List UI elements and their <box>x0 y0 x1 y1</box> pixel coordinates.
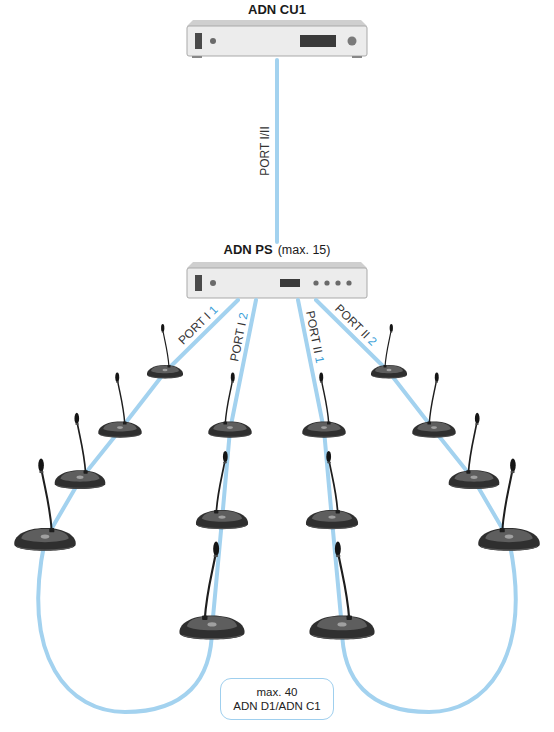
microphone-unit <box>306 451 358 529</box>
microphone-unit <box>208 372 251 437</box>
microphone-unit <box>55 413 106 489</box>
microphone-unit <box>98 372 141 437</box>
microphone-unit <box>179 542 244 640</box>
box-text: max. 40 ADN D1/ADN C1 <box>233 685 321 713</box>
count-box: max. 40 ADN D1/ADN C1 <box>220 678 334 720</box>
delegate-microphones <box>14 324 540 639</box>
unit-name: max. 40 ADN D1/ADN C1 <box>233 685 321 713</box>
microphone-unit <box>14 458 76 550</box>
microphone-unit <box>309 542 374 640</box>
port-label: PORT I/II <box>259 126 271 176</box>
microphone-unit <box>371 324 407 378</box>
microphone-unit <box>147 324 183 378</box>
microphone-unit <box>449 413 500 489</box>
microphone-unit <box>196 451 248 529</box>
control-unit: ADN CU1 <box>183 2 371 60</box>
power-supply-device <box>187 262 367 298</box>
port-number: 1 <box>312 355 327 364</box>
text-line: ADN D1/ADN C1 <box>233 699 321 713</box>
unit-name: ADN PS <box>224 242 273 258</box>
unit-name: ADN CU1 <box>248 2 306 18</box>
power-supply-unit: ADN PS (max. 15) <box>183 242 371 300</box>
unit-heading: ADN PS (max. 15) <box>183 242 371 258</box>
control-unit-device <box>187 20 367 58</box>
text-line: max. 40 <box>233 685 321 699</box>
unit-heading: ADN CU1 <box>183 2 371 18</box>
unit-note: (max. 15) <box>278 242 331 258</box>
conference-cables <box>38 300 515 712</box>
microphone-unit <box>302 372 345 437</box>
microphone-unit <box>412 372 455 437</box>
microphone-unit <box>478 458 540 550</box>
port-cable <box>275 60 279 242</box>
